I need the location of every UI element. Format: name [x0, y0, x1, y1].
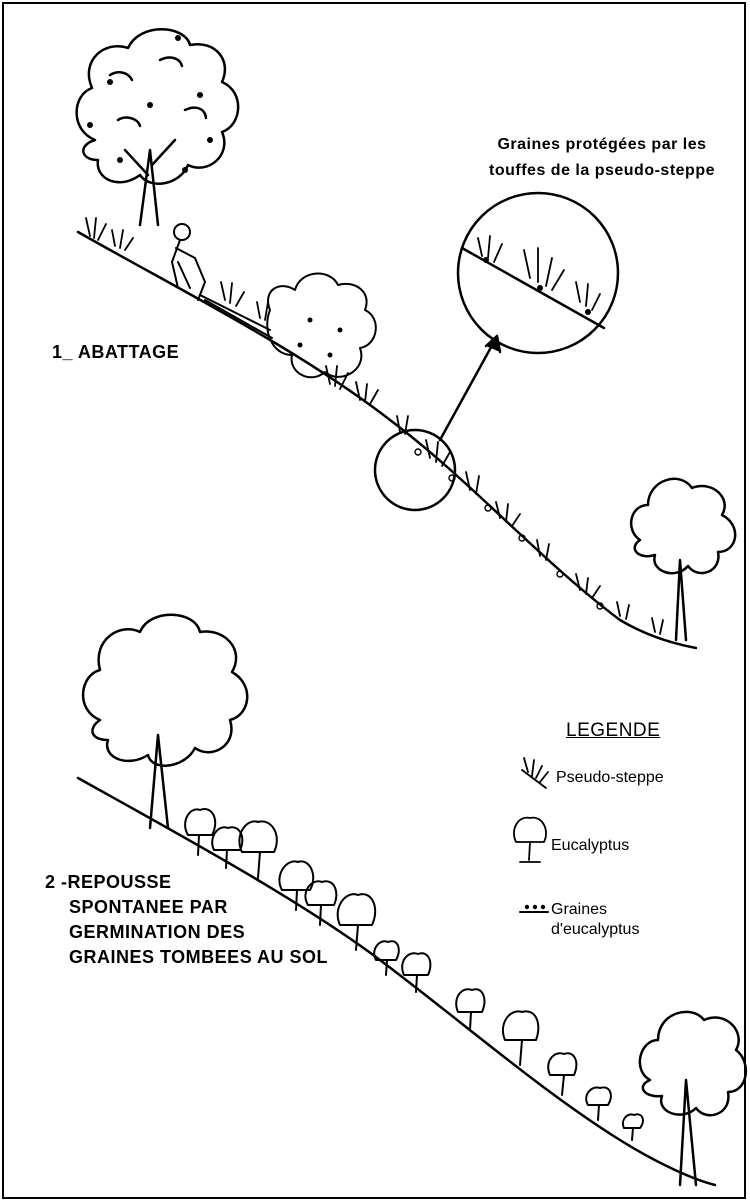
step-2-line3: GERMINATION DES — [45, 920, 328, 945]
inset-caption-line2: touffes de la pseudo-steppe — [462, 158, 742, 184]
step-2-line1: 2 -REPOUSSE — [45, 870, 328, 895]
inset-circle — [458, 193, 618, 353]
inset-caption-line1: Graines protégées par les — [462, 132, 742, 158]
saplings-2 — [185, 809, 643, 1140]
step-2-label: 2 -REPOUSSE SPONTANEE PAR GERMINATION DE… — [45, 870, 328, 970]
tree-right-1 — [631, 479, 735, 640]
tree-right-2 — [640, 1012, 746, 1185]
felled-tree — [200, 274, 376, 378]
sapling — [586, 1087, 611, 1120]
sapling — [548, 1053, 576, 1095]
magnifier-arrow — [440, 340, 495, 440]
legend-eucalyptus-icon — [514, 818, 546, 862]
felled-tree-seeds — [298, 318, 343, 358]
legend-item-pseudo-steppe: Pseudo-steppe — [556, 768, 664, 788]
legend-title: LEGENDE — [566, 720, 660, 742]
magnifier-spot — [375, 430, 455, 510]
pseudo-steppe-tufts-1 — [86, 218, 663, 634]
legend-grass-icon — [522, 758, 548, 788]
legend-item-seeds: Graines d'eucalyptus — [551, 900, 639, 940]
legend-seeds-line1: Graines — [551, 900, 639, 920]
sapling — [185, 809, 215, 855]
sapling — [402, 953, 430, 992]
sapling — [338, 894, 376, 950]
legend-seeds-line2: d'eucalyptus — [551, 920, 639, 940]
sapling — [623, 1114, 643, 1140]
large-tree-2 — [83, 615, 247, 828]
step-2-line2: SPONTANEE PAR — [45, 895, 328, 920]
large-tree-1 — [77, 29, 239, 225]
legend-item-eucalyptus: Eucalyptus — [551, 836, 629, 856]
sapling — [212, 827, 242, 868]
step-1-label: 1_ ABATTAGE — [52, 342, 179, 363]
sapling — [503, 1011, 538, 1065]
step-2-line4: GRAINES TOMBEES AU SOL — [45, 945, 328, 970]
inset-seeds — [483, 257, 591, 315]
inset-caption: Graines protégées par les touffes de la … — [462, 132, 742, 184]
legend-seeds-icon — [520, 905, 548, 912]
woodcutter-figure — [172, 224, 205, 300]
